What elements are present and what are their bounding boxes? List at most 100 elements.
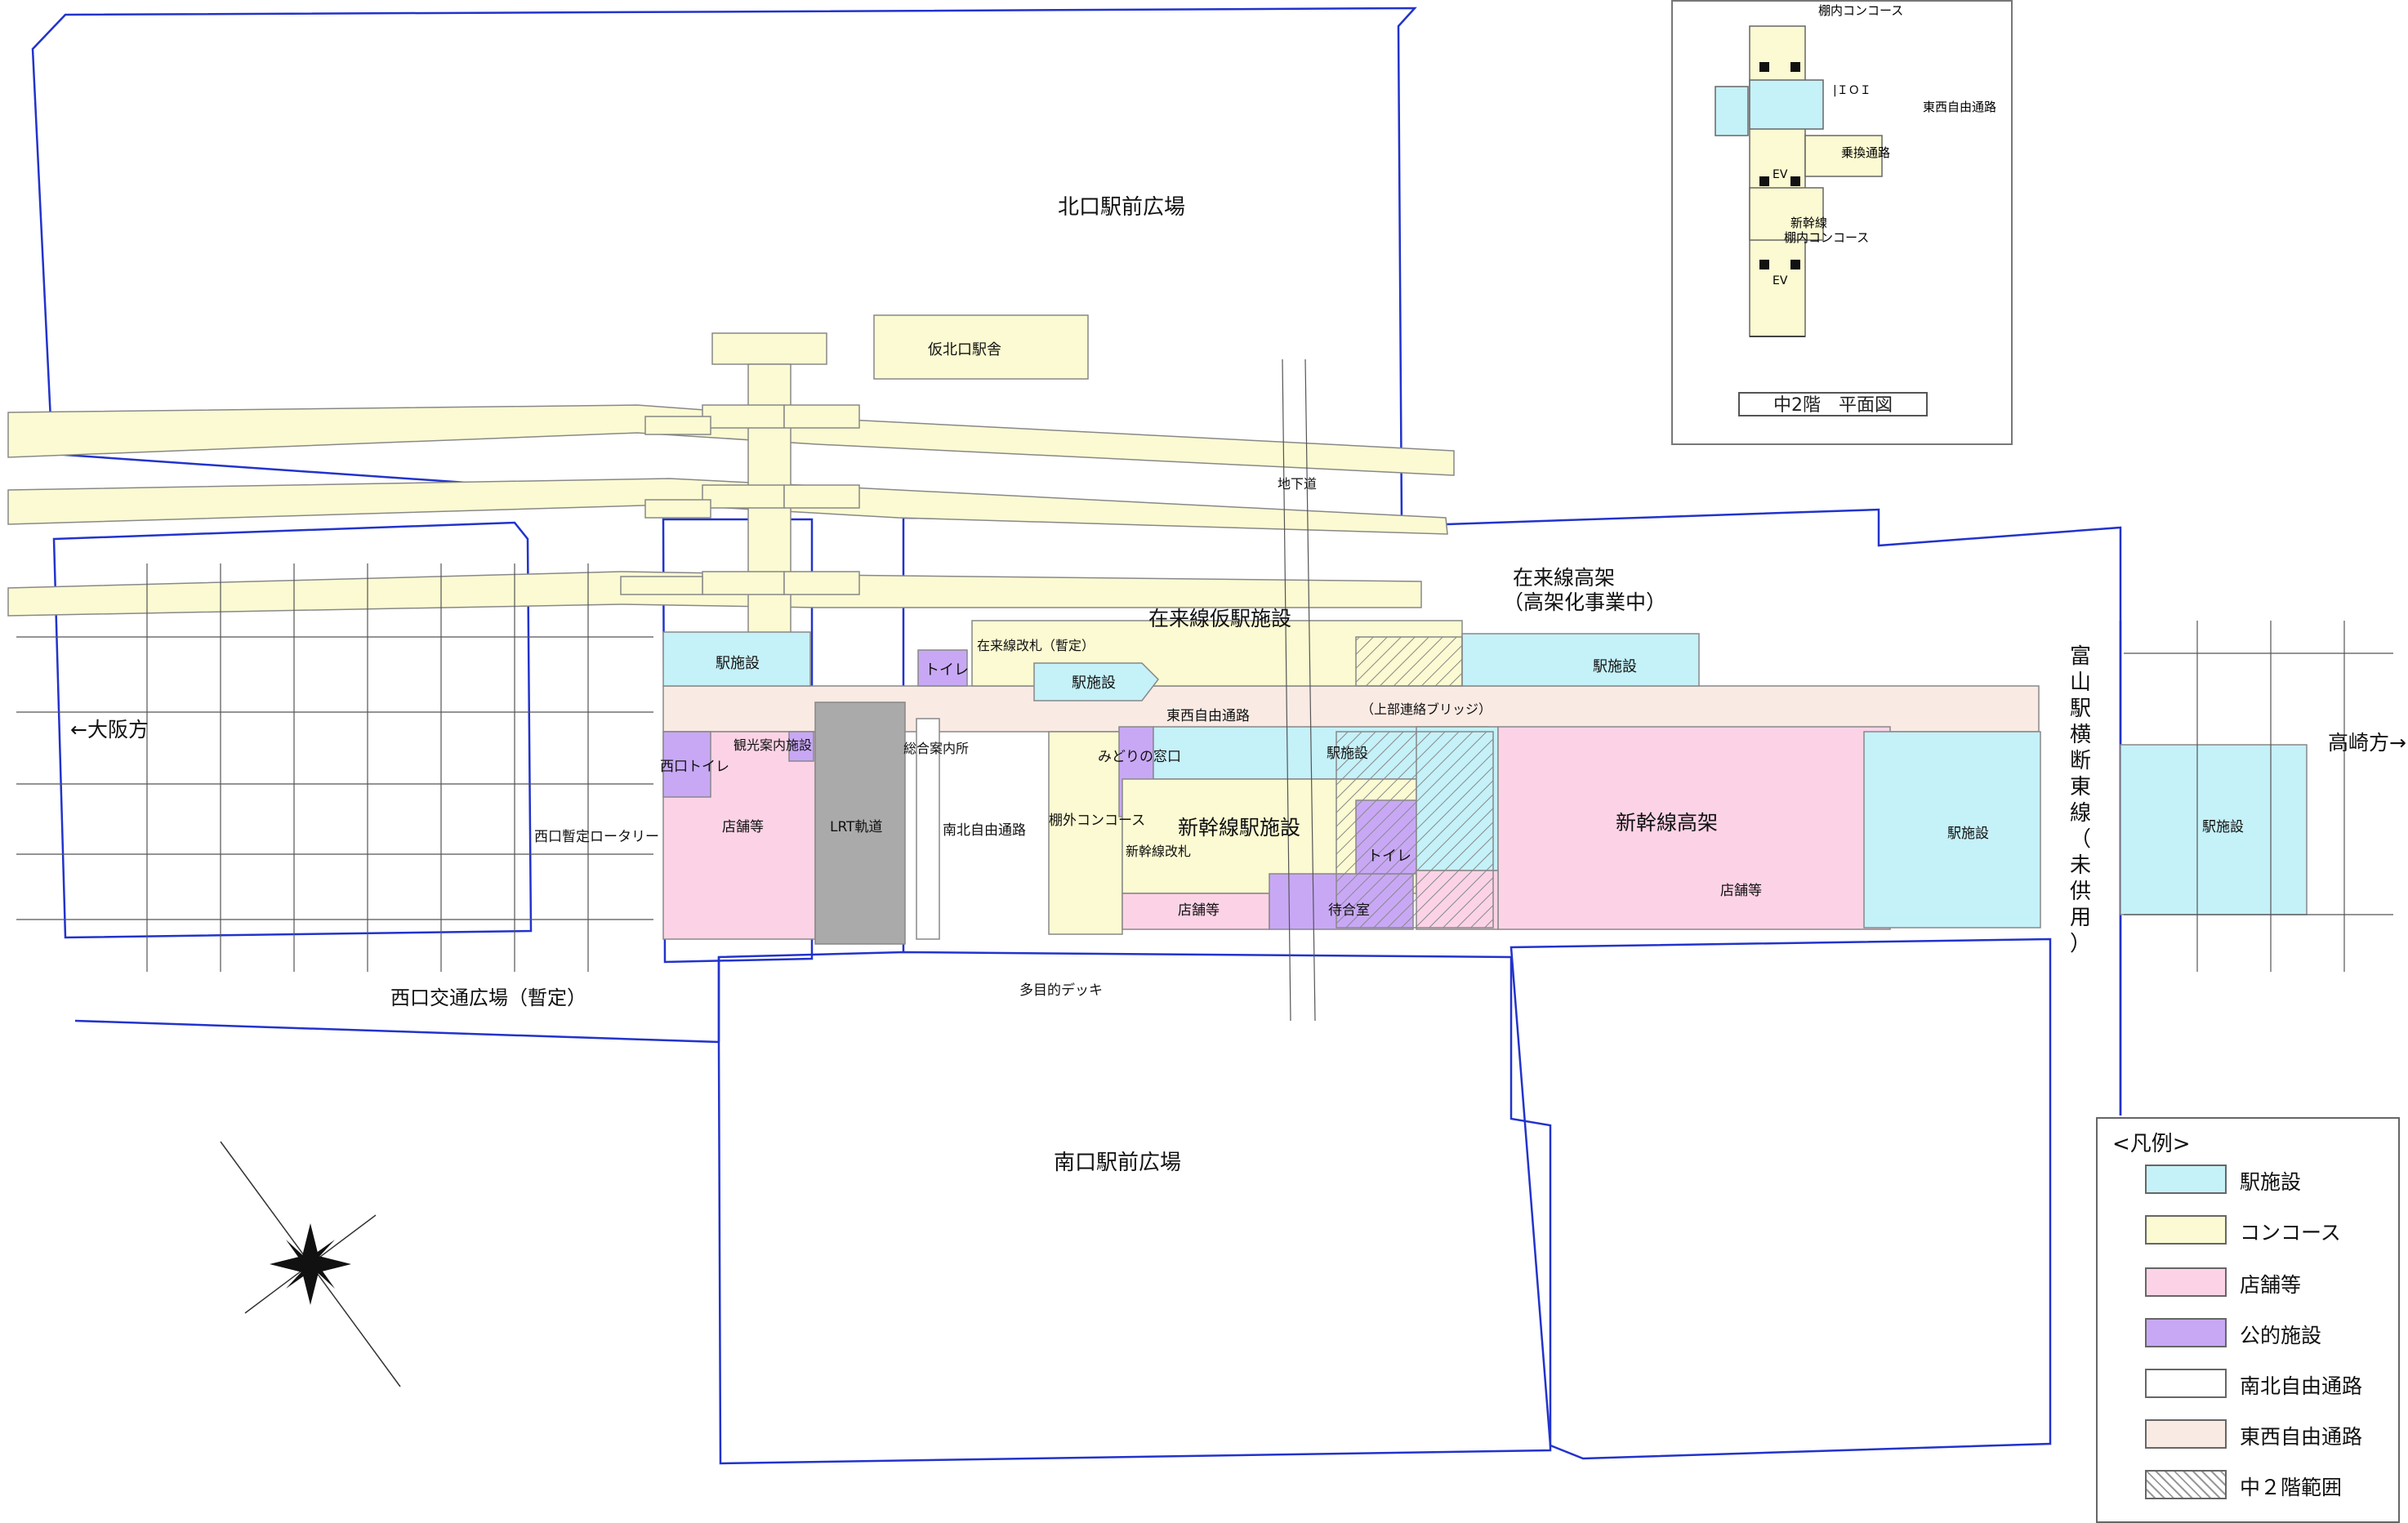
label-conventional-elevated-2: （高架化事業中） xyxy=(1503,590,1666,614)
svg-text:山: 山 xyxy=(2070,670,2091,695)
mezzanine-hatch-2 xyxy=(1355,636,1463,687)
svg-text:断: 断 xyxy=(2070,749,2091,773)
station-capsule xyxy=(1033,662,1159,701)
inset-plan-drawing xyxy=(1715,25,1883,337)
inset-label-shinkansen: 新幹線 xyxy=(1790,216,1828,230)
label-conventional-elevated-1: 在来線高架 xyxy=(1513,566,1615,590)
label-west-rotary: 西口暫定ロータリー xyxy=(534,829,659,845)
upper-station-east xyxy=(1461,633,1700,687)
label-station-capsule: 駅施設 xyxy=(1072,675,1116,692)
legend-swatch xyxy=(2145,1267,2227,1297)
station-areas xyxy=(662,620,2308,945)
label-shops-shinkansen: 店舗等 xyxy=(1178,902,1220,919)
label-south-plaza: 南口駅前広場 xyxy=(1054,1151,1181,1175)
label-west-plaza: 西口交通広場（暫定） xyxy=(390,986,586,1009)
legend-item-shops: 店舗等 xyxy=(2145,1267,2390,1300)
legend-label: 中２階範囲 xyxy=(2240,1476,2343,1499)
shinkansen-shops xyxy=(1122,893,1270,930)
tourist-block xyxy=(788,731,814,762)
legend-label: 東西自由通路 xyxy=(2240,1425,2363,1449)
legend-item-ns-passage: 南北自由通路 xyxy=(2145,1369,2390,1401)
label-station-upper-east: 駅施設 xyxy=(1593,658,1637,675)
label-upper-bridge: （上部連絡ブリッジ） xyxy=(1361,701,1492,717)
legend-title: <凡例> xyxy=(2112,1132,2191,1156)
legend-swatch xyxy=(2145,1369,2227,1398)
legend-label: 南北自由通路 xyxy=(2240,1374,2363,1398)
inset-label-inner-concourse-top: 棚内コンコース xyxy=(1818,3,1904,18)
legend-swatch xyxy=(2145,1165,2227,1194)
legend-item-public: 公的施設 xyxy=(2145,1318,2390,1351)
label-station-east: 駅施設 xyxy=(1947,826,1989,842)
label-outside-concourse: 棚外コンコース xyxy=(1049,813,1145,829)
label-shinkansen-elevated: 新幹線高架 xyxy=(1616,811,1718,835)
inset-label-ev1: EV xyxy=(1773,168,1788,181)
label-midori: みどりの窓口 xyxy=(1098,749,1181,765)
label-station-west: 駅施設 xyxy=(716,655,760,672)
lrt-block xyxy=(814,701,906,945)
svg-text:供: 供 xyxy=(2070,880,2091,904)
svg-text:線: 線 xyxy=(2070,801,2091,826)
label-toilet-1: トイレ xyxy=(925,661,969,679)
svg-text:富: 富 xyxy=(2070,644,2091,669)
legend-label: コンコース xyxy=(2240,1221,2341,1245)
structural-grid xyxy=(16,358,2393,1022)
label-north-plaza: 北口駅前広場 xyxy=(1058,195,1185,220)
svg-text:）: ） xyxy=(2070,932,2091,956)
label-to-takasaki: 高崎方→ xyxy=(2328,731,2406,755)
svg-text:横: 横 xyxy=(2070,723,2091,747)
inset-label-transfer: 乗換通路 xyxy=(1841,145,1891,160)
label-shops-elevated: 店舗等 xyxy=(1720,883,1762,899)
west-station-block xyxy=(662,631,811,687)
label-ns-passage: 南北自由通路 xyxy=(943,822,1026,839)
svg-text:未: 未 xyxy=(2070,853,2091,878)
legend-swatch xyxy=(2145,1470,2227,1499)
outside-concourse xyxy=(1048,731,1123,935)
info-block xyxy=(916,718,940,940)
legend: <凡例> 駅施設 コンコース 店舗等 公的施設 南北自由通路 東西自由通路 中２… xyxy=(2096,1117,2400,1523)
legend-item-concourse: コンコース xyxy=(2145,1215,2390,1248)
inset-label-ew-passage: 東西自由通路 xyxy=(1923,100,1997,114)
inset-label-gate: |ＩＯＩ xyxy=(1833,84,1871,97)
west-zone-boundary xyxy=(52,521,533,939)
svg-text:用: 用 xyxy=(2070,906,2091,930)
inset-label-inner-concourse: 棚内コンコース xyxy=(1784,230,1870,245)
label-general-info: 総合案内所 xyxy=(903,741,969,756)
east-station-block xyxy=(1863,731,2041,928)
label-underpass: 地下道 xyxy=(1278,476,1317,492)
svg-text:駅: 駅 xyxy=(2070,697,2091,721)
legend-item-mezzanine: 中２階範囲 xyxy=(2145,1470,2390,1503)
toilet-block-1 xyxy=(917,649,968,687)
label-conventional-gate: 在来線改札（暫定） xyxy=(977,638,1095,653)
far-east-station xyxy=(2120,744,2308,915)
legend-item-station: 駅施設 xyxy=(2145,1165,2390,1197)
compass-icon xyxy=(220,1141,401,1387)
label-toilet-2: トイレ xyxy=(1367,848,1411,865)
legend-label: 公的施設 xyxy=(2240,1324,2322,1347)
legend-item-ew-passage: 東西自由通路 xyxy=(2145,1419,2390,1452)
map-labels: 北口駅前広場 仮北口駅舎 地下道 在来線仮駅施設 在来線高架 （高架化事業中） … xyxy=(70,195,2406,1175)
legend-swatch xyxy=(2145,1419,2227,1449)
legend-label: 店舗等 xyxy=(2240,1273,2302,1297)
southeast-boundary xyxy=(1509,937,2052,1460)
label-lrt: LRT軌道 xyxy=(830,819,882,835)
mezzanine-hatch xyxy=(1336,731,1494,928)
label-conventional-temp: 在来線仮駅施設 xyxy=(1148,607,1291,630)
label-shops-west: 店舗等 xyxy=(722,819,764,835)
inset-label-ev2: EV xyxy=(1773,274,1788,287)
label-shinkansen-gate: 新幹線改札 xyxy=(1126,844,1191,859)
svg-text:東: 東 xyxy=(2070,775,2091,799)
label-shinkansen-facility: 新幹線駅施設 xyxy=(1178,816,1300,839)
label-waiting-room: 待合室 xyxy=(1328,902,1370,919)
label-to-osaka: ←大阪方 xyxy=(70,718,149,741)
legend-swatch xyxy=(2145,1318,2227,1347)
label-multi-deck: 多目的デッキ xyxy=(1019,982,1103,999)
label-ew-passage: 東西自由通路 xyxy=(1166,708,1250,724)
label-tourist-info: 観光案内施設 xyxy=(734,737,812,753)
label-temp-north-station: 仮北口駅舎 xyxy=(928,341,1001,358)
label-station-far-east: 駅施設 xyxy=(2202,819,2244,835)
west-toilet-block xyxy=(662,731,711,798)
inset-caption: 中2階 平面図 xyxy=(1738,392,1928,416)
legend-swatch xyxy=(2145,1215,2227,1245)
label-west-toilet: 西口トイレ xyxy=(660,759,729,775)
